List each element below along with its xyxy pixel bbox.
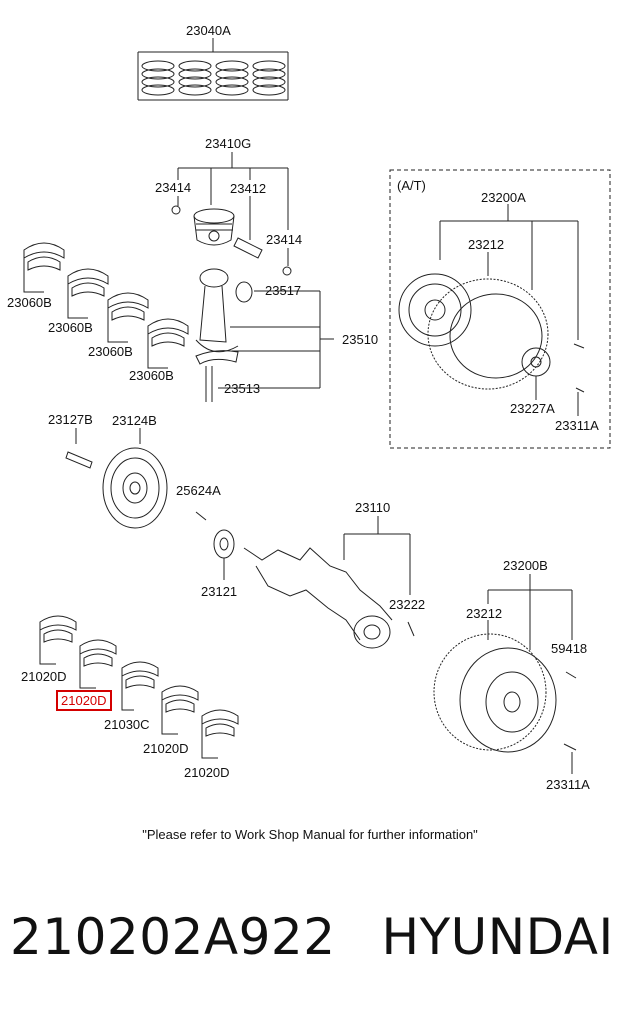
label-main-bearing-1[interactable]: 21020D bbox=[21, 669, 67, 684]
crankshaft-drawing bbox=[243, 516, 415, 649]
label-conrod-bearing-2[interactable]: 23060B bbox=[48, 320, 93, 335]
part-number: 210202A922 bbox=[10, 908, 336, 966]
label-dowel[interactable]: 59418 bbox=[551, 641, 588, 656]
at-group-drawing bbox=[389, 169, 611, 449]
label-sprocket[interactable]: 23121 bbox=[201, 584, 238, 599]
label-clip-right[interactable]: 23414 bbox=[266, 232, 303, 247]
parts-diagram bbox=[23, 38, 611, 774]
workshop-manual-note: "Please refer to Work Shop Manual for fu… bbox=[142, 827, 478, 842]
flywheel-drawing bbox=[433, 574, 577, 774]
piston-drawing bbox=[171, 205, 292, 276]
label-thrust-bearing[interactable]: 21030C bbox=[104, 717, 150, 732]
footer-title: 210202A922 HYUNDAI bbox=[10, 905, 614, 969]
label-rod-bolt[interactable]: 23513 bbox=[224, 381, 261, 396]
label-bolt-mt[interactable]: 23311A bbox=[546, 777, 590, 792]
label-conrod-assy[interactable]: 23510 bbox=[342, 332, 379, 347]
label-piston-pin[interactable]: 23412 bbox=[230, 181, 267, 196]
label-piston-assy[interactable]: 23410G bbox=[205, 136, 252, 151]
label-conrod-bearing-4[interactable]: 23060B bbox=[129, 368, 174, 383]
label-ring-gear-at[interactable]: 23212 bbox=[468, 237, 505, 252]
conrod-bearings-drawing bbox=[23, 242, 189, 369]
label-main-bearing-highlighted[interactable]: 21020D bbox=[56, 690, 112, 711]
label-crankshaft[interactable]: 23110 bbox=[355, 500, 391, 515]
piston-ring-set-drawing bbox=[137, 38, 289, 101]
label-conrod-bearing-3[interactable]: 23060B bbox=[88, 344, 133, 359]
label-main-bearing-4[interactable]: 21020D bbox=[184, 765, 230, 780]
brand-name: HYUNDAI bbox=[381, 908, 614, 966]
connecting-rod-drawing bbox=[195, 268, 334, 402]
label-ring-gear-mt[interactable]: 23212 bbox=[466, 606, 503, 621]
label-main-bearing-3[interactable]: 21020D bbox=[143, 741, 189, 756]
label-drive-plate-assy[interactable]: 23200A bbox=[481, 190, 526, 205]
label-conrod-bearing-1[interactable]: 23060B bbox=[7, 295, 52, 310]
key-sprocket-drawing bbox=[195, 511, 235, 580]
piston-leaders bbox=[177, 152, 289, 266]
label-adapter-plate[interactable]: 23227A bbox=[510, 401, 555, 416]
label-damper-pulley[interactable]: 23124B bbox=[112, 413, 157, 428]
label-at-group: (A/T) bbox=[397, 178, 426, 193]
label-rod-bearing[interactable]: 23517 bbox=[265, 283, 302, 298]
label-pulley-bolt[interactable]: 23127B bbox=[48, 412, 93, 427]
pulley-drawing bbox=[65, 428, 168, 529]
label-flywheel-assy[interactable]: 23200B bbox=[503, 558, 548, 573]
label-piston-ring-set[interactable]: 23040A bbox=[186, 23, 231, 38]
label-bolt-at[interactable]: 23311A bbox=[555, 418, 599, 433]
label-pin[interactable]: 23222 bbox=[389, 597, 426, 612]
label-key[interactable]: 25624A bbox=[176, 483, 221, 498]
main-bearings-drawing bbox=[39, 615, 239, 759]
label-clip-left[interactable]: 23414 bbox=[155, 180, 192, 195]
